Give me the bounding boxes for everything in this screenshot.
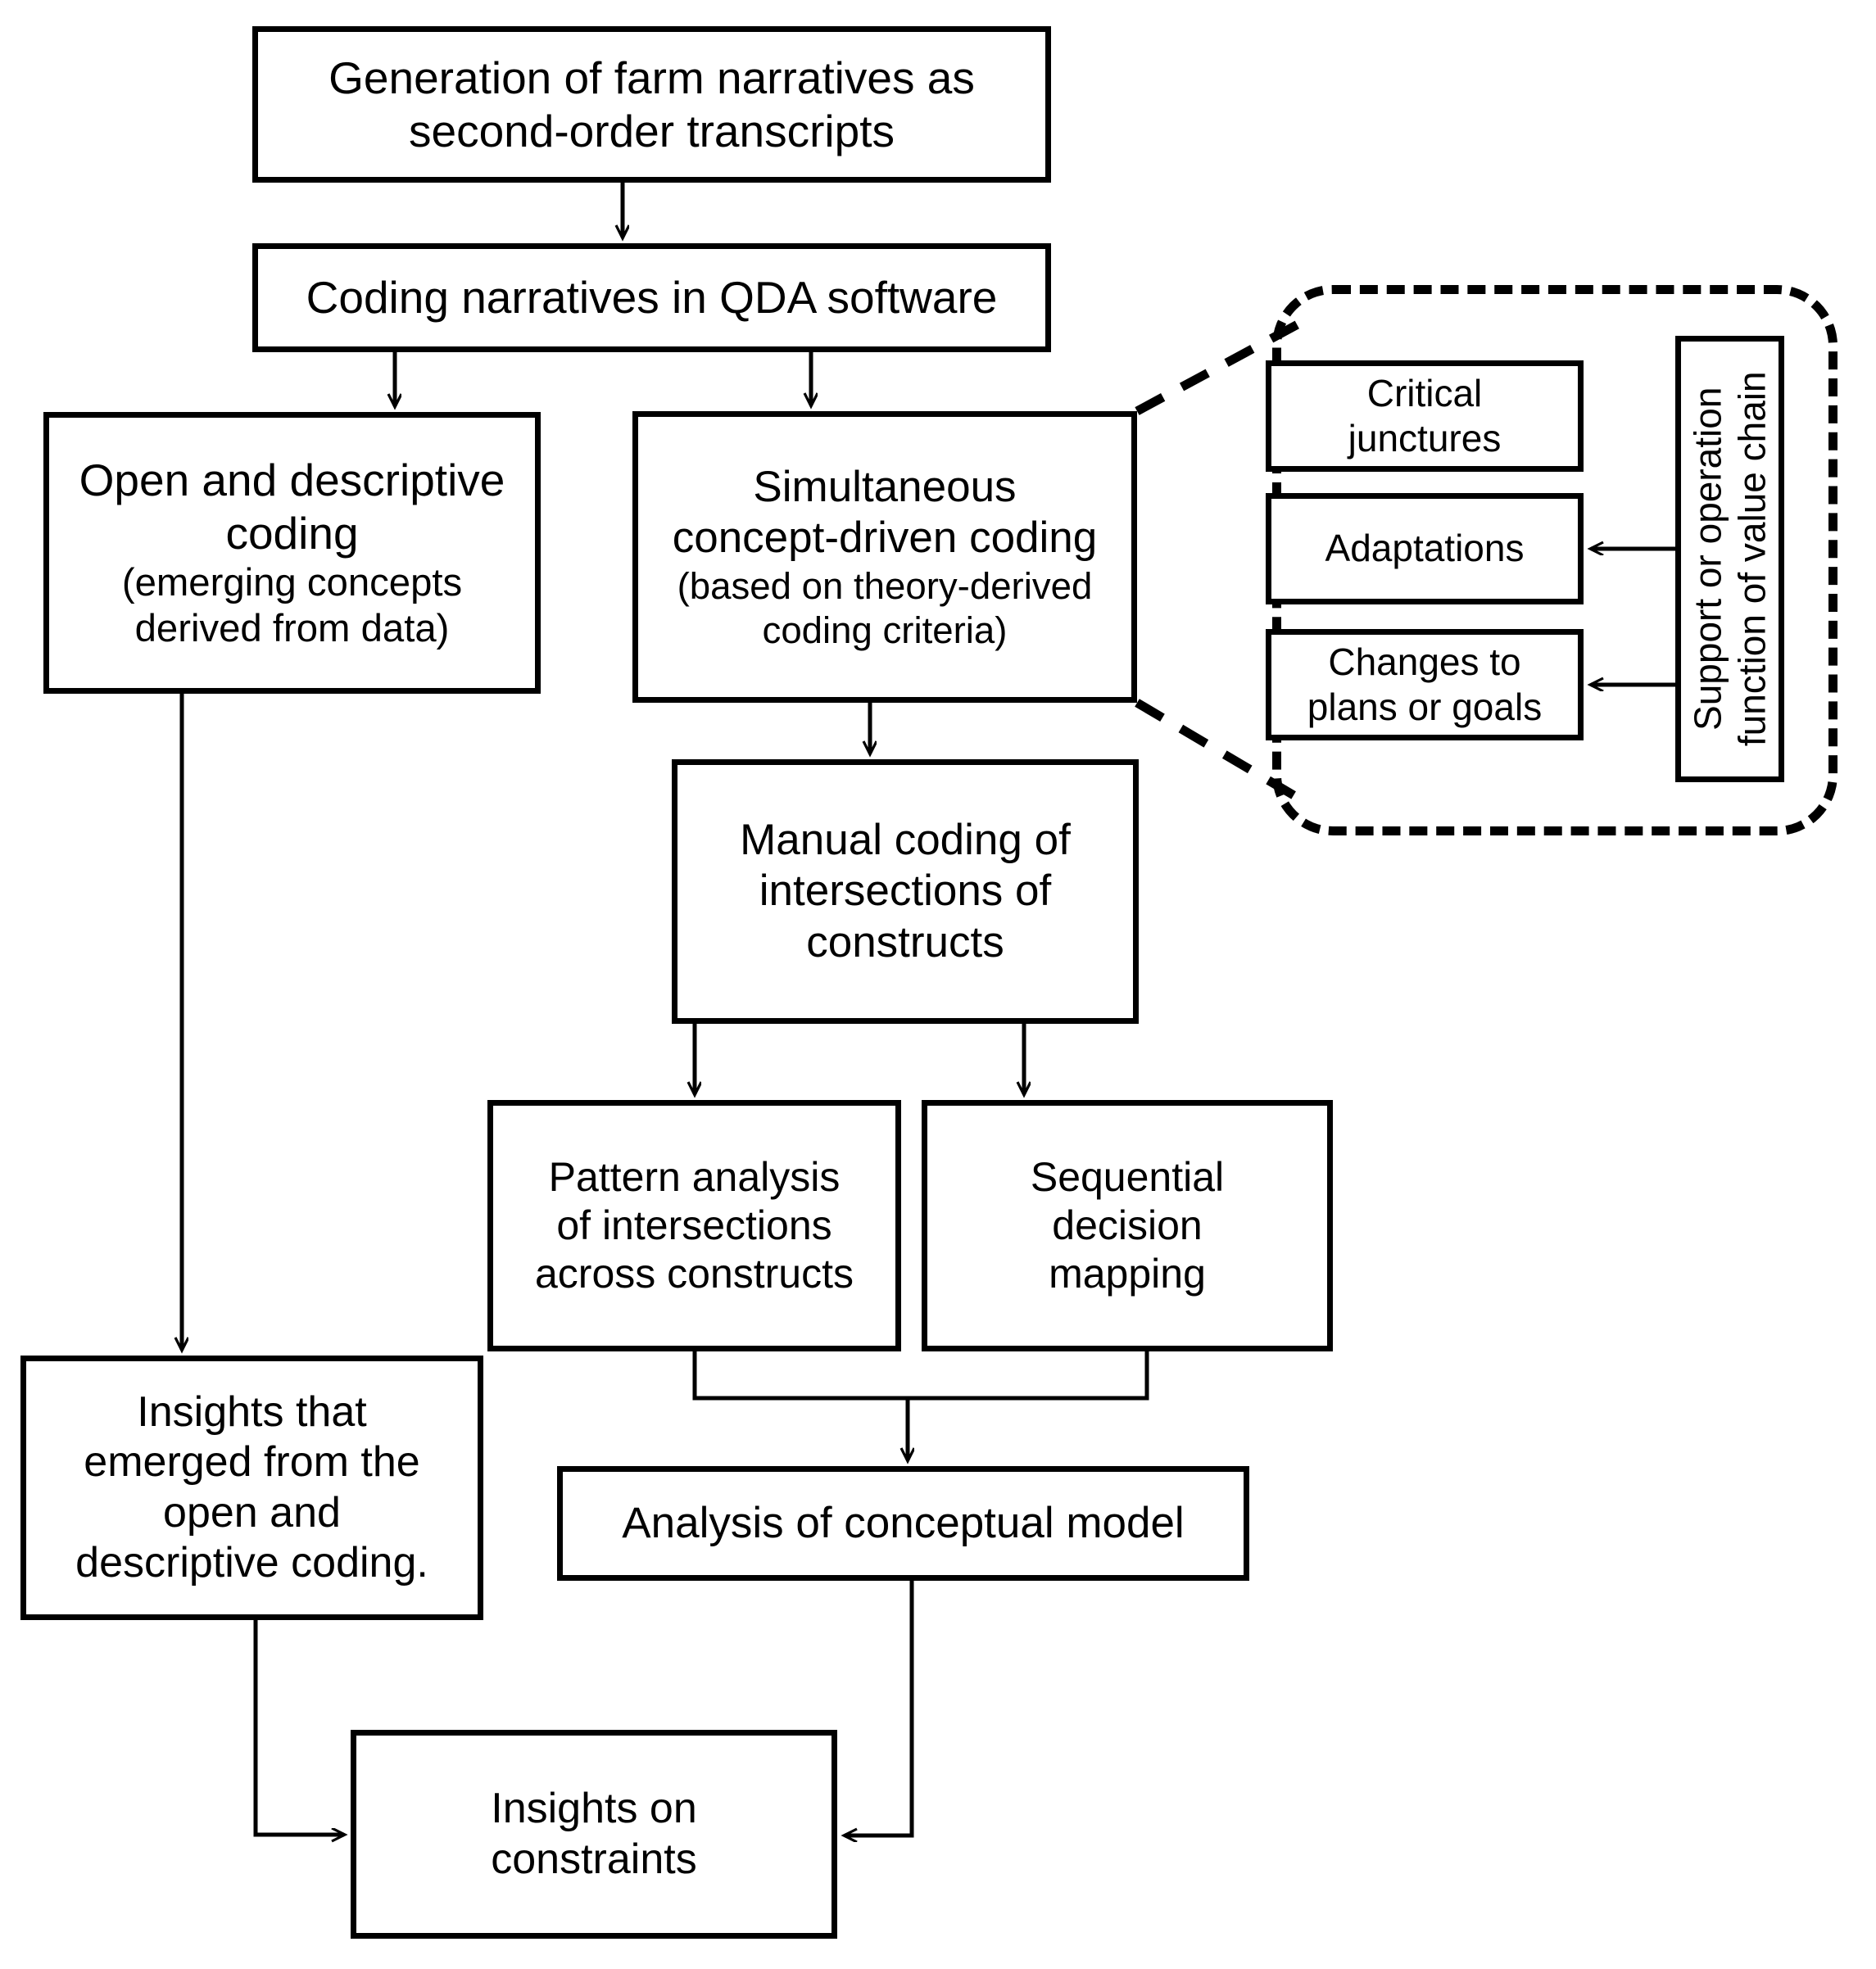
node-simultaneous-title-line1: Simultaneous (753, 462, 1017, 511)
node-generation-line1: Generation of farm narratives as (329, 52, 975, 103)
node-simultaneous-title-line2: concept-driven coding (672, 514, 1098, 563)
edge-emerged-to-constraints (253, 1620, 344, 1835)
node-critical-line1: Critical (1366, 371, 1483, 414)
node-pattern-line2: of intersections (556, 1202, 832, 1248)
node-pattern-line3: across constructs (534, 1251, 854, 1297)
node-constraints-line1: Insights on (491, 1785, 697, 1833)
node-coding-narratives-in-qda-software[interactable]: Coding narratives in QDA software (252, 243, 1051, 352)
node-manual-line1: Manual coding of (740, 815, 1071, 864)
node-analysis-label: Analysis of conceptual model (622, 1498, 1185, 1547)
node-support-line1: Support or operation (1686, 387, 1729, 731)
node-analysis-of-conceptual-model[interactable]: Analysis of conceptual model (557, 1466, 1249, 1581)
node-open-sub-line1: (emerging concepts (121, 561, 463, 605)
node-open-sub-line2: derived from data) (134, 606, 450, 650)
node-critical-junctures[interactable]: Critical junctures (1266, 360, 1584, 472)
node-adaptations-label: Adaptations (1325, 527, 1525, 570)
node-generation-of-farm-narratives[interactable]: Generation of farm narratives as second-… (252, 26, 1051, 183)
node-sequential-line3: mapping (1049, 1251, 1206, 1297)
node-insights-on-constraints[interactable]: Insights on constraints (351, 1730, 837, 1939)
node-simultaneous-concept-driven-coding[interactable]: Simultaneous concept-driven coding (base… (632, 411, 1137, 703)
node-sequential-line2: decision (1052, 1202, 1203, 1248)
node-critical-text: Critical junctures (1348, 371, 1502, 461)
node-changes-to-plans-or-goals[interactable]: Changes to plans or goals (1266, 629, 1584, 740)
node-generation-line2: second-order transcripts (408, 105, 895, 156)
node-insights-that-emerged[interactable]: Insights that emerged from the open and … (20, 1356, 483, 1620)
node-manual-line2: intersections of (759, 867, 1052, 916)
node-manual-coding-of-intersections[interactable]: Manual coding of intersections of constr… (672, 759, 1139, 1024)
node-critical-line2: junctures (1348, 417, 1502, 459)
node-changes-line2: plans or goals (1307, 686, 1543, 728)
node-support-vertical-text: Support or operation function of value c… (1685, 372, 1774, 747)
node-constraints-line2: constraints (491, 1835, 697, 1883)
node-open-and-descriptive-coding[interactable]: Open and descriptive coding (emerging co… (43, 412, 541, 694)
edge-analysis-to-constraints (845, 1581, 914, 1835)
node-emerged-line1: Insights that (137, 1387, 367, 1436)
node-support-or-operation-function[interactable]: Support or operation function of value c… (1675, 336, 1784, 782)
edge-merge-bus (692, 1351, 1149, 1401)
node-pattern-analysis-of-intersections[interactable]: Pattern analysis of intersections across… (487, 1100, 901, 1351)
node-pattern-line1: Pattern analysis (548, 1154, 841, 1200)
node-adaptations[interactable]: Adaptations (1266, 493, 1584, 604)
node-emerged-line2: emerged from the (84, 1438, 420, 1487)
node-open-title-line1: Open and descriptive (79, 455, 505, 506)
node-qda-label: Coding narratives in QDA software (306, 272, 998, 324)
node-open-title-line2: coding (225, 508, 359, 559)
node-simultaneous-sub-line2: coding criteria) (762, 609, 1008, 651)
node-simultaneous-sub-line1: (based on theory-derived (677, 564, 1093, 607)
node-support-line2: function of value chain (1730, 371, 1774, 747)
node-emerged-line3: open and (163, 1488, 341, 1537)
node-emerged-line4: descriptive coding. (75, 1538, 428, 1587)
node-sequential-line1: Sequential (1030, 1154, 1225, 1200)
node-changes-text: Changes to plans or goals (1307, 640, 1542, 730)
node-sequential-decision-mapping[interactable]: Sequential decision mapping (922, 1100, 1333, 1351)
node-changes-line1: Changes to (1328, 640, 1521, 683)
node-manual-line3: constructs (806, 917, 1004, 966)
